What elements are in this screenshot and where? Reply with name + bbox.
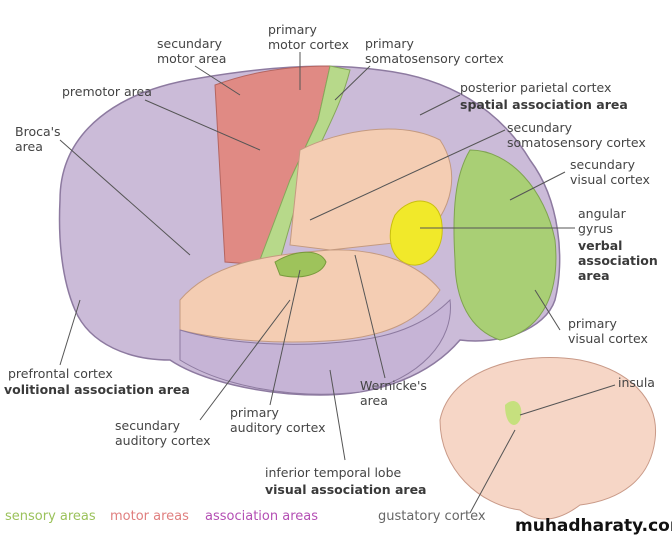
visual-cortex-region: [453, 149, 557, 341]
label-inferior-temporal-lobe: inferior temporal lobe: [265, 465, 402, 480]
label-visual-association-area: visual association area: [265, 482, 427, 497]
midsagittal-brain-shape: [439, 357, 657, 520]
label-insula: insula: [618, 375, 655, 390]
label-prefrontal-cortex: prefrontal cortex: [8, 366, 113, 381]
angular-gyrus-region: [389, 200, 443, 266]
legend-motor-areas: motor areas: [110, 509, 189, 524]
label-gustatory-cortex: gustatory cortex: [378, 509, 486, 524]
legend-sensory-areas: sensory areas: [5, 509, 96, 524]
temporal-lobe-region: [179, 249, 441, 343]
primary-auditory-region: [274, 251, 327, 278]
legend-association-areas: association areas: [205, 509, 318, 524]
insula-region: [505, 400, 522, 425]
label-spatial-association-area: spatial association area: [460, 97, 628, 112]
label-premotor-area: premotor area: [62, 84, 152, 99]
label-posterior-parietal-cortex: posterior parietal cortex: [460, 80, 612, 95]
label-volitional-association-area: volitional association area: [4, 382, 190, 397]
leader-lines: [59, 52, 616, 514]
watermark: muhadharaty.com: [515, 516, 672, 536]
